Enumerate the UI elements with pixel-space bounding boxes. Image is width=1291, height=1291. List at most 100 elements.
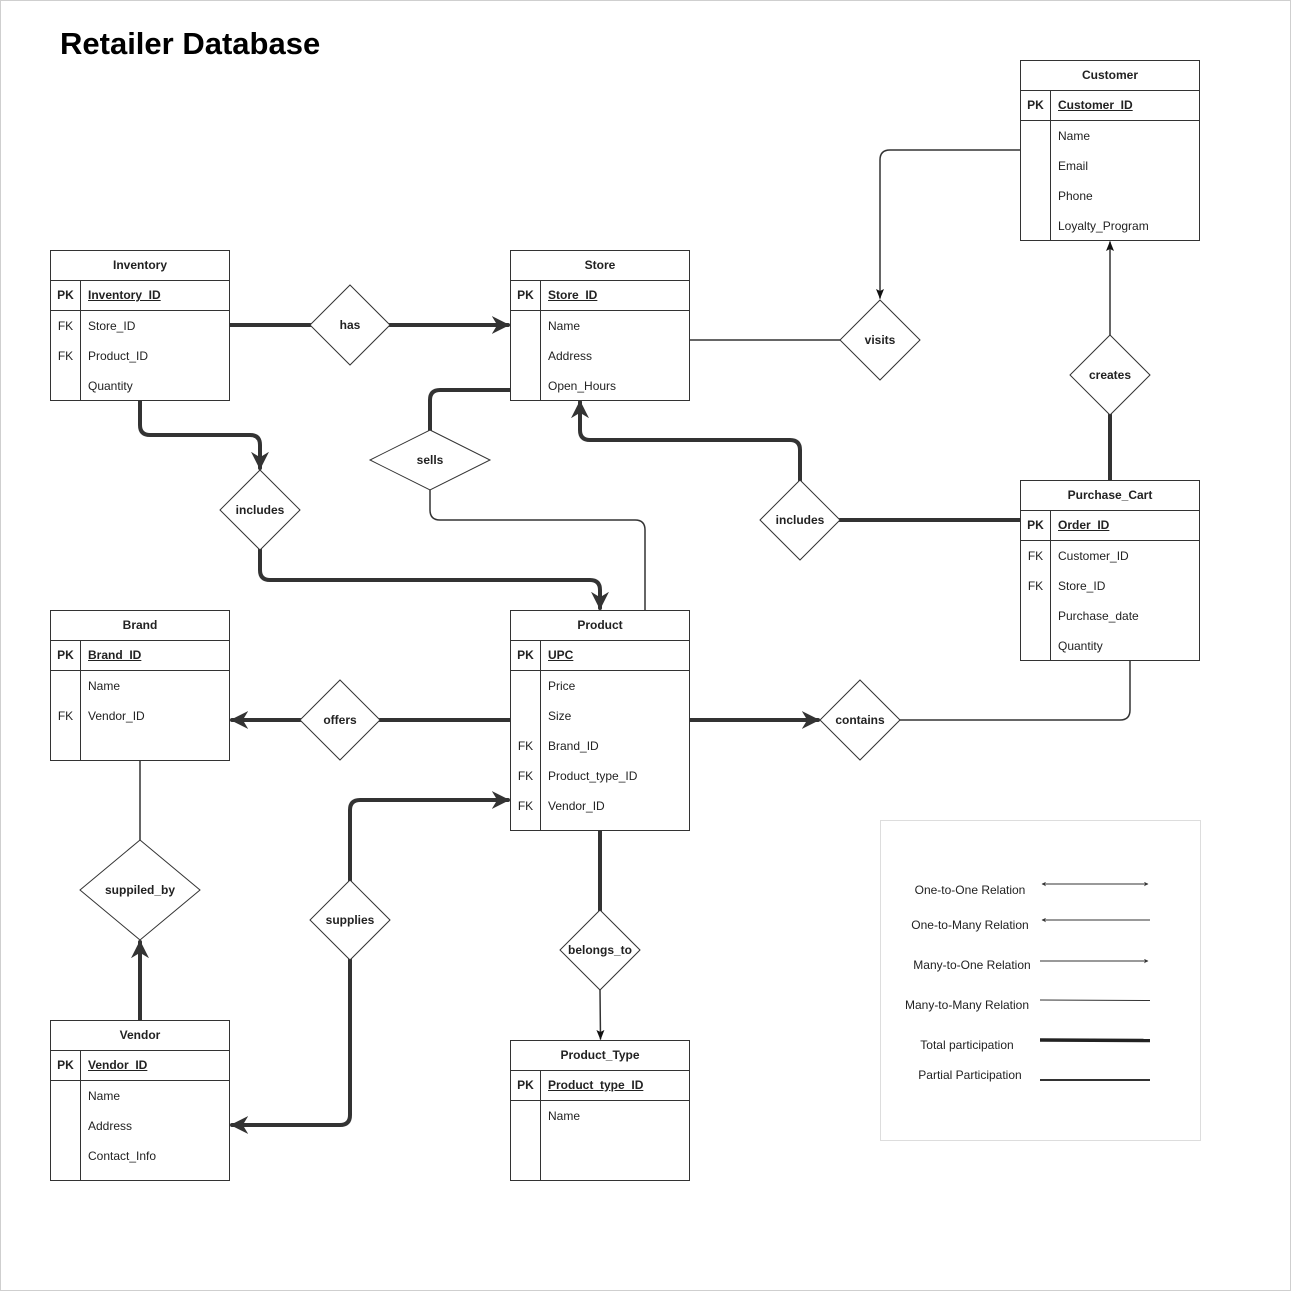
key-marker <box>1021 631 1050 661</box>
product-type-header: Product_Type <box>511 1041 689 1071</box>
key-marker <box>1021 181 1050 211</box>
vendor-pk-row: PK Vendor_ID <box>51 1051 229 1081</box>
pk-marker: PK <box>1021 511 1051 540</box>
product-pk-field: UPC <box>548 648 574 662</box>
vendor-pk-field: Vendor_ID <box>88 1058 148 1072</box>
rel-visits-shape <box>839 299 921 381</box>
legend: One-to-One Relation One-to-Many Relation… <box>880 820 1201 1141</box>
inventory-pk-field: Inventory_ID <box>88 288 161 302</box>
rel-belongsto-shape <box>559 909 641 991</box>
line-sells-product <box>429 489 646 611</box>
attribute-name: Open_Hours <box>548 379 617 393</box>
product-header: Product <box>511 611 689 641</box>
rel-sells-label: sells <box>417 453 444 467</box>
attribute-name: Vendor_ID <box>548 799 605 813</box>
line-includes-product <box>258 548 609 610</box>
brand-pk-field: Brand_ID <box>88 648 142 662</box>
attribute-name: Name <box>88 679 121 693</box>
legend-partial-label: Partial Participation <box>918 1068 1021 1082</box>
rel-visits-label: visits <box>865 333 896 347</box>
key-marker <box>511 371 540 401</box>
line-belongsto-producttype <box>596 989 605 1040</box>
rel-includes-cart-label: includes <box>776 513 825 527</box>
store-header: Store <box>511 251 689 281</box>
rel-offers-label: offers <box>323 713 357 727</box>
attribute-name: Name <box>1058 129 1091 143</box>
inventory-header: Inventory <box>51 251 229 281</box>
key-marker: FK <box>517 739 534 753</box>
attribute-name: Product_ID <box>88 349 149 363</box>
rel-has-label: has <box>340 318 361 332</box>
customer-key-column <box>1021 121 1051 240</box>
key-marker: FK <box>517 769 534 783</box>
key-marker <box>51 371 80 401</box>
line-supplies-vendor <box>230 958 352 1134</box>
product-type-pk-field: Product_type_ID <box>548 1078 644 1092</box>
key-marker <box>511 341 540 371</box>
attribute-name: Product_type_ID <box>548 769 638 783</box>
rel-supplies-label: supplies <box>326 913 375 927</box>
attribute-name <box>541 1131 689 1161</box>
line-inventory-includes <box>138 398 269 470</box>
line-includes-store <box>571 400 802 482</box>
attribute-name: Name <box>548 1109 581 1123</box>
rel-sells-shape <box>368 429 492 491</box>
legend-one-to-one-label: One-to-One Relation <box>915 883 1026 897</box>
rel-contains-shape <box>819 679 901 761</box>
rel-offers-shape <box>299 679 381 761</box>
key-marker <box>51 1081 80 1111</box>
brand-pk-row: PK Brand_ID <box>51 641 229 671</box>
key-marker <box>51 671 80 701</box>
legend-many-to-many-line <box>1039 999 1151 1001</box>
attribute-name: Address <box>548 349 593 363</box>
legend-many-to-many-label: Many-to-Many Relation <box>905 998 1029 1012</box>
key-marker: FK <box>57 349 74 363</box>
pk-marker: PK <box>51 641 81 670</box>
attribute-name: Name <box>548 319 581 333</box>
legend-many-to-one-label: Many-to-One Relation <box>913 958 1030 972</box>
attribute-name: Brand_ID <box>548 739 599 753</box>
attribute-name: Email <box>1058 159 1089 173</box>
attribute-name: Address <box>88 1119 133 1133</box>
product-type-key-column <box>511 1101 541 1180</box>
attribute-name: Size <box>548 709 572 723</box>
line-contains-cart <box>899 659 1131 721</box>
attribute-name: Phone <box>1058 189 1093 203</box>
key-marker <box>1021 601 1050 631</box>
legend-total-line <box>1039 1038 1151 1043</box>
attribute-name: Vendor_ID <box>88 709 145 723</box>
pk-marker: PK <box>511 281 541 310</box>
attribute-name: Quantity <box>1058 639 1103 653</box>
purchase-cart-pk-field: Order_ID <box>1058 518 1110 532</box>
attribute-name: Store_ID <box>88 319 136 333</box>
key-marker: FK <box>1027 549 1044 563</box>
attribute-name: Loyalty_Program <box>1058 219 1149 233</box>
key-marker <box>1021 151 1050 181</box>
pk-marker: PK <box>1021 91 1051 120</box>
key-marker: FK <box>517 799 534 813</box>
product-key-column: FK FK FK <box>511 671 541 830</box>
key-marker <box>511 1131 540 1161</box>
pk-marker: PK <box>51 1051 81 1080</box>
